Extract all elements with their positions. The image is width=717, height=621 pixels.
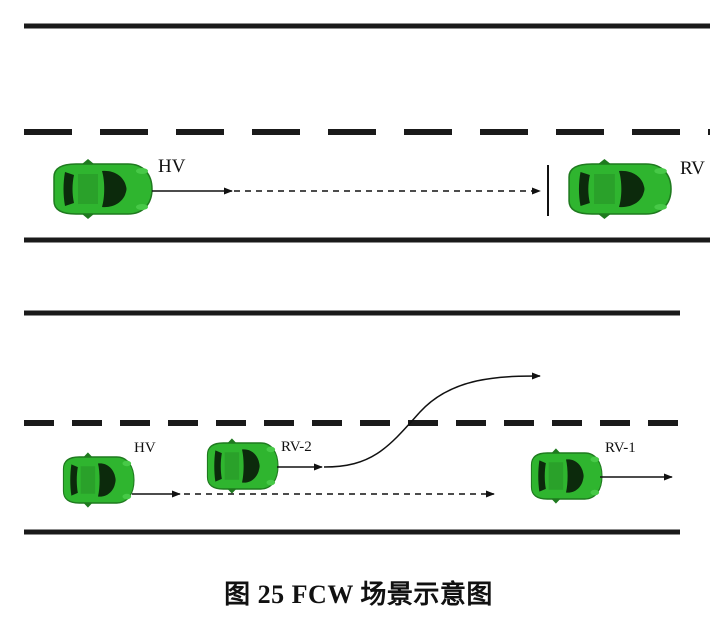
rv2-lane-change-path xyxy=(323,372,541,468)
figure-number: 图 25 xyxy=(224,580,285,609)
host-vehicle-car-bottom xyxy=(62,451,135,509)
host-vehicle-car xyxy=(53,158,153,220)
remote-vehicle-1-label: RV-1 xyxy=(605,440,636,456)
top-scenario xyxy=(24,23,710,243)
figure-caption: 图 25 FCW 场景示意图 xyxy=(0,574,717,611)
remote-vehicle-2-label: RV-2 xyxy=(281,439,312,455)
host-vehicle-label-bottom: HV xyxy=(134,440,156,456)
remote-vehicle-2-car xyxy=(206,437,279,495)
remote-vehicle-label: RV xyxy=(680,158,705,179)
remote-vehicle-1-car xyxy=(530,447,603,505)
host-vehicle-label: HV xyxy=(158,156,186,177)
remote-vehicle-car xyxy=(568,158,672,220)
bottom-scenario xyxy=(24,310,680,535)
figure-title: FCW 场景示意图 xyxy=(291,580,493,609)
